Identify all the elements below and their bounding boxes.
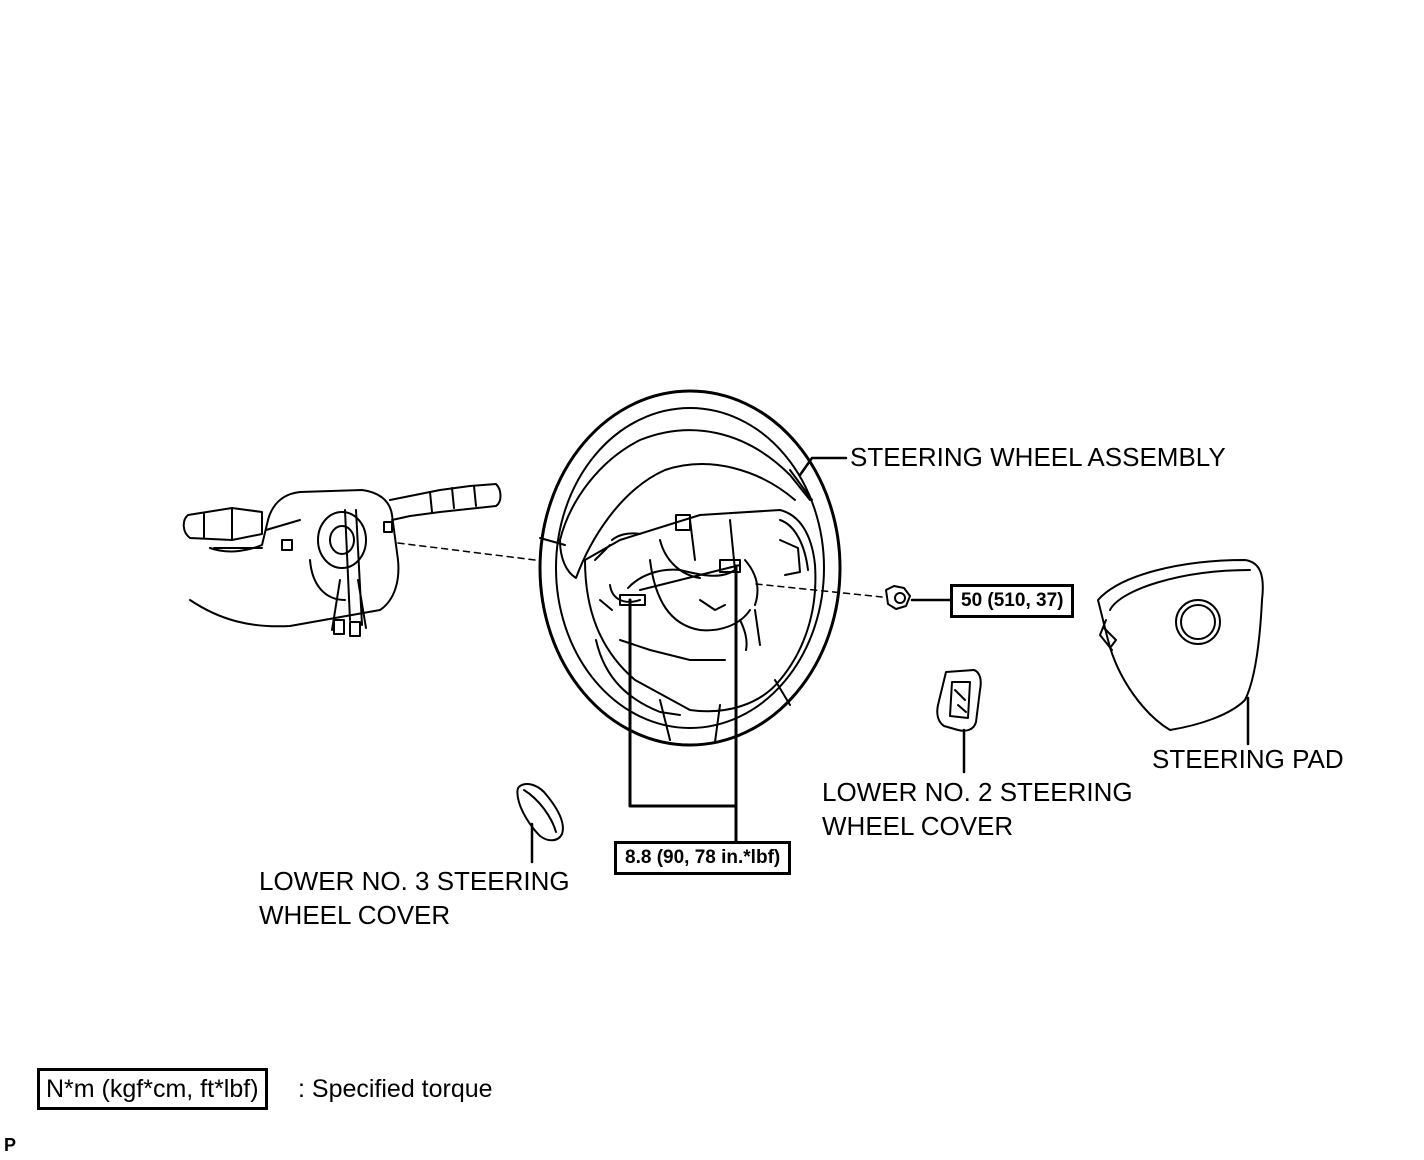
label-lower-no3-line2: WHEEL COVER (259, 900, 451, 930)
torque-box-screws: 8.8 (90, 78 in.*lbf) (614, 841, 792, 875)
lower-no3-cover (516, 783, 564, 842)
leader-screw-left (628, 598, 738, 808)
leader-steering-wheel (798, 456, 848, 477)
label-steering-pad: STEERING PAD (1152, 744, 1344, 774)
label-lower-no2-line1: LOWER NO. 2 STEERING (822, 777, 1133, 807)
alignment-line-left (397, 542, 536, 561)
lower-no2-cover (936, 669, 982, 732)
label-lower-no3-line1: LOWER NO. 3 STEERING (259, 866, 570, 896)
legend-torque-unit-box: N*m (kgf*cm, ft*lbf) (37, 1068, 268, 1110)
torque-box-nut: 50 (510, 37) (950, 584, 1075, 618)
nut (885, 585, 911, 610)
steering-wheel (538, 389, 842, 747)
legend-description: : Specified torque (298, 1075, 493, 1103)
alignment-line-right (755, 583, 883, 598)
combination-switch-assembly (182, 483, 502, 637)
label-steering-wheel-assembly: STEERING WHEEL ASSEMBLY (850, 442, 1226, 472)
label-lower-no2-line2: WHEEL COVER (822, 811, 1014, 841)
steering-pad (1097, 559, 1264, 731)
corner-mark: P (4, 1135, 17, 1155)
